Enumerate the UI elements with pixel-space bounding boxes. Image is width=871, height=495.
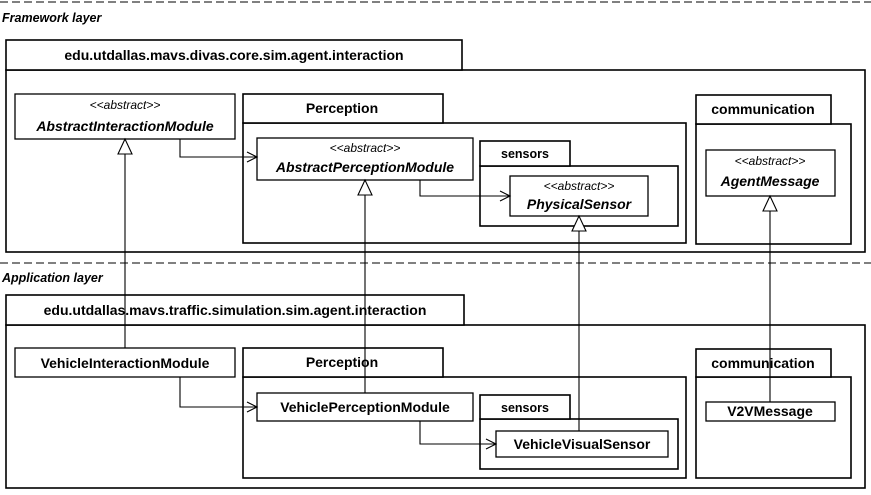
abstract-perception-module-box: [256, 137, 474, 181]
agent-message-box: [705, 149, 836, 197]
framework-layer-label: Framework layer: [2, 11, 102, 25]
association-line: [179, 139, 257, 158]
application-communication-tab: [695, 348, 832, 378]
application-sensor-class: VehicleVisualSensor: [495, 430, 669, 458]
framework-communication-tab: [695, 94, 832, 125]
association-line: [419, 421, 496, 445]
framework-message-class: <<abstract>> AgentMessage: [705, 149, 836, 197]
association-line: [419, 180, 510, 197]
vehicle-visual-sensor-box: [495, 430, 669, 458]
application-communication-name: communication: [711, 355, 814, 371]
v2v-message-name: V2VMessage: [727, 403, 813, 419]
framework-package-tab: [5, 39, 463, 71]
application-communication-package: communication: [695, 348, 852, 479]
abstract-perception-module-name: AbstractPerceptionModule: [275, 159, 454, 175]
application-package-tab: [5, 294, 465, 326]
vehicle-interaction-module-name: VehicleInteractionModule: [41, 355, 210, 371]
physical-sensor-name: PhysicalSensor: [527, 196, 633, 212]
application-perception-module-class: VehiclePerceptionModule: [256, 392, 474, 422]
generalization-triangle: [117, 137, 133, 155]
association-interaction-to-perception: [179, 139, 259, 163]
abstract-interaction-module-stereotype: <<abstract>>: [90, 98, 161, 112]
generalization-triangle: [571, 214, 587, 232]
framework-sensors-tab: [479, 140, 571, 167]
generalization-triangle: [357, 178, 373, 196]
generalization-sensor: [571, 214, 587, 431]
application-layer-label: Application layer: [1, 271, 104, 285]
application-sensors-name: sensors: [501, 401, 549, 415]
framework-perception-name: Perception: [306, 100, 378, 116]
framework-interaction-module-class: <<abstract>> AbstractInteractionModule: [14, 93, 236, 140]
framework-sensor-class: <<abstract>> PhysicalSensor: [509, 175, 649, 217]
framework-communication-name: communication: [711, 101, 814, 117]
association-arrowhead: [485, 438, 498, 450]
framework-perception-module-class: <<abstract>> AbstractPerceptionModule: [256, 137, 474, 181]
physical-sensor-stereotype: <<abstract>>: [544, 179, 615, 193]
abstract-perception-module-stereotype: <<abstract>>: [330, 141, 401, 155]
association-arrowhead: [246, 151, 259, 163]
agent-message-stereotype: <<abstract>>: [735, 154, 806, 168]
framework-sensors-name: sensors: [501, 147, 549, 161]
generalization-interaction-module: [117, 137, 133, 348]
application-sensors-tab: [479, 394, 571, 420]
application-communication-body: [695, 376, 852, 479]
application-message-class: V2VMessage: [705, 401, 836, 422]
generalization-message: [762, 194, 778, 402]
association-arrowhead: [246, 401, 259, 413]
association-vehicle-perception-to-sensor: [419, 421, 498, 450]
association-vehicle-interaction-to-perception: [179, 377, 259, 413]
generalization-triangle: [762, 194, 778, 212]
application-package-name: edu.utdallas.mavs.traffic.simulation.sim…: [44, 302, 427, 318]
application-perception-name: Perception: [306, 354, 378, 370]
vehicle-interaction-module-box: [14, 347, 236, 378]
vehicle-visual-sensor-name: VehicleVisualSensor: [514, 436, 651, 452]
vehicle-perception-module-name: VehiclePerceptionModule: [280, 399, 450, 415]
abstract-interaction-module-name: AbstractInteractionModule: [35, 118, 214, 134]
application-interaction-module-class: VehicleInteractionModule: [14, 347, 236, 378]
agent-message-name: AgentMessage: [720, 173, 820, 189]
framework-perception-tab: [242, 93, 444, 124]
association-arrowhead: [499, 190, 512, 202]
association-perception-to-sensor: [419, 180, 512, 202]
generalization-perception-module: [357, 178, 373, 393]
application-perception-tab: [242, 347, 444, 378]
framework-package-name: edu.utdallas.mavs.divas.core.sim.agent.i…: [64, 47, 403, 63]
association-line: [179, 377, 257, 408]
